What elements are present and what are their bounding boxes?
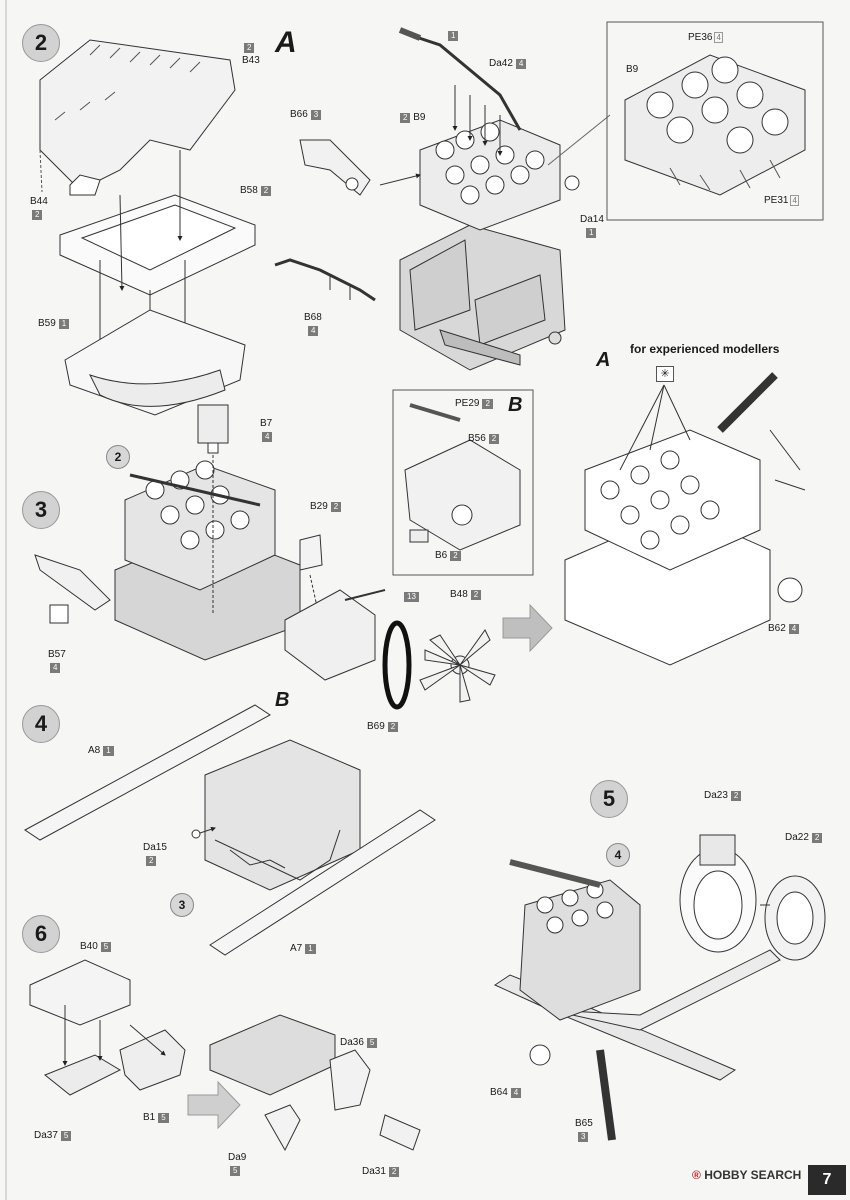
part-label: B43: [242, 55, 260, 66]
page-number: 7: [808, 1165, 846, 1195]
step-number: 6: [22, 915, 60, 953]
photo-etch-icon: ✳: [656, 366, 674, 382]
part-label: 3: [578, 1131, 589, 1143]
part-label: 2: [32, 209, 43, 221]
part-b48-fan: [419, 629, 496, 703]
part-b59-oil-sump: [64, 309, 246, 416]
part-label: 4: [262, 431, 273, 443]
part-da22-pulley: [764, 875, 826, 961]
part-engine-block-step3: [114, 460, 301, 661]
part-label: Da15: [143, 842, 167, 853]
subassembly-letter: B: [275, 689, 290, 711]
subassembly-letter: B: [508, 394, 523, 416]
part-label: B9: [626, 64, 639, 75]
part-label: 4: [50, 662, 61, 674]
part-label: B65: [575, 1118, 593, 1129]
part-label: B44: [30, 196, 48, 207]
part-label: 2: [146, 855, 157, 867]
part-b7-coil: [197, 404, 229, 454]
part-label: Da14: [580, 214, 604, 225]
part-engine-block-step2: [399, 119, 566, 371]
step-number: 5: [590, 780, 628, 818]
part-chassis-step5: [493, 859, 781, 1081]
subassembly-letter: A: [596, 349, 611, 371]
step-number: 4: [22, 705, 60, 743]
part-label: 13: [404, 591, 419, 603]
part-b43-cylinder-head: [39, 39, 236, 196]
subassembly-letter: A: [275, 26, 297, 59]
part-label: 4: [308, 325, 319, 337]
part-b56-timing-cover: [404, 439, 521, 551]
part-label: 1: [448, 30, 459, 42]
part-label: 2 B9: [400, 112, 425, 124]
part-label: B7: [260, 418, 273, 429]
part-label: 2: [244, 42, 255, 54]
part-engine-complete: [564, 372, 806, 666]
part-label: Da9: [228, 1152, 247, 1163]
step-number: 2: [22, 24, 60, 62]
watermark: ® HOBBY SEARCH: [692, 1168, 802, 1182]
callout-step-ref: 2: [106, 445, 130, 469]
step-number: 3: [22, 491, 60, 529]
part-label: B57: [48, 649, 66, 660]
part-b66-manifold: [299, 139, 371, 196]
detail-head-closeup: [624, 54, 806, 196]
part-b58-frame: [59, 194, 256, 296]
callout-step-ref: 3: [170, 893, 194, 917]
part-label: 5: [230, 1165, 241, 1177]
callout-step-ref: 4: [606, 843, 630, 867]
part-label: B68: [304, 312, 322, 323]
part-da23-shroud: [679, 834, 757, 953]
part-label: 1: [586, 227, 597, 239]
experienced-header: for experienced modellers: [630, 342, 780, 356]
